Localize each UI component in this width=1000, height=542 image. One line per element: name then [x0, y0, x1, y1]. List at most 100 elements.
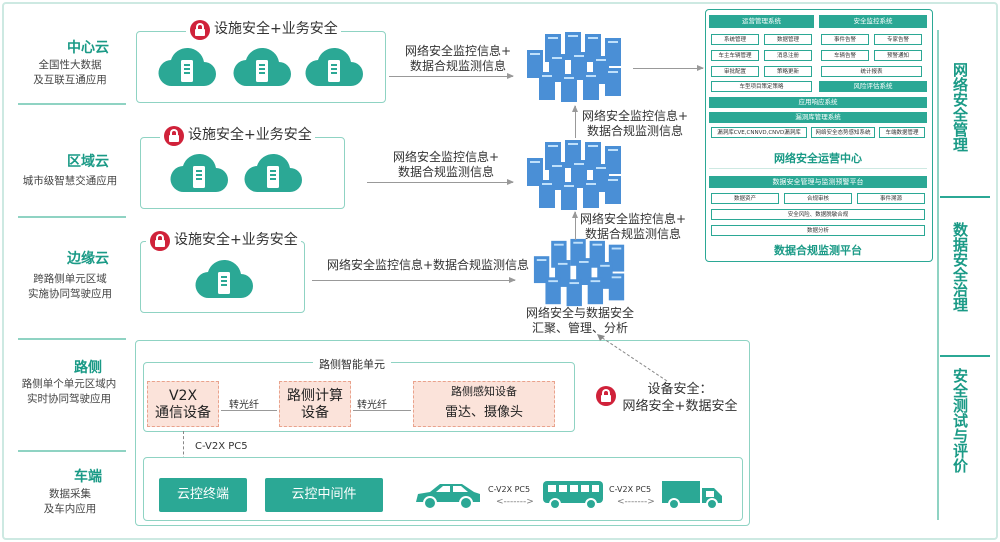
label-security-testing: 安全测试与评价: [950, 368, 974, 473]
edge-security-header: 设施安全+业务安全: [146, 229, 301, 253]
right-label-divider: [940, 355, 990, 357]
label-text: 数据安全治理: [951, 222, 969, 312]
lock-icon: [190, 20, 210, 40]
data-analysis-cell: 数据分析: [711, 225, 925, 236]
flow-up2-arrow: [572, 211, 578, 240]
vuln-db-cell: 漏洞库CVE,CNNVD,CNVD漏洞库: [711, 127, 807, 138]
risk-bar: 风险评估系统: [819, 81, 927, 92]
fiber-label-1: 转光纤: [229, 400, 259, 411]
flow-region-text: 网络安全监控信息+ 数据合规监测信息: [392, 150, 500, 179]
ops-center-title: 网络安全运营中心: [774, 152, 862, 165]
flow-region-arrow: [367, 179, 514, 185]
right-column-divider: [937, 30, 939, 520]
region-security-header: 设施安全+业务安全: [160, 124, 315, 148]
data-platform-title: 数据合规监测平台: [774, 244, 862, 257]
flow-up2-text: 网络安全监控信息+ 数据合规监测信息: [580, 212, 687, 241]
data-cell: 数据资产: [711, 193, 779, 204]
cloud-server-icon: [170, 153, 228, 193]
cloud-server-icon: [233, 47, 291, 87]
flow-center-arrow: [389, 73, 514, 79]
pc5-label-a: C-V2X PC5: [488, 485, 531, 494]
label-data-governance: 数据安全治理: [950, 222, 974, 312]
car-icon: [416, 484, 480, 510]
security-label: 设施安全+业务安全: [174, 232, 298, 248]
ops-cell: 数据管理: [764, 34, 812, 45]
server-cluster-icon: [533, 238, 625, 307]
tier-center-title: 中心云: [67, 40, 109, 56]
sensing-types: 雷达、摄像头: [444, 405, 523, 420]
label-text: 安全测试与评价: [951, 368, 969, 473]
situation-cell: 网络安全态势感知系统: [811, 127, 875, 138]
ops-cell: 车主车辆管理: [711, 50, 759, 61]
tier-region-title: 区域云: [67, 154, 109, 170]
vehicle-data-cell: 车端数据管理: [879, 127, 925, 138]
stats-cell: 统计报表: [821, 66, 922, 77]
tier-edge-title: 边缘云: [67, 251, 109, 267]
lock-icon: [150, 231, 170, 251]
truck-icon: [662, 481, 722, 510]
right-label-divider: [940, 196, 990, 198]
tier-region-desc: 城市级智慧交通应用: [22, 175, 118, 187]
fiber-label-2: 转光纤: [357, 400, 387, 411]
roadside-unit-title: 路侧智能单元: [313, 356, 391, 372]
app-response-bar: 应用响应系统: [709, 97, 927, 108]
tier-vehicle-title: 车端: [74, 469, 102, 485]
roadside-sensing-device: 路侧感知设备 雷达、摄像头: [413, 381, 555, 427]
cloud-server-icon: [195, 259, 253, 299]
ops-cell: 系统管理: [711, 34, 759, 45]
center-security-header: 设施安全+业务安全: [186, 18, 341, 42]
tier-divider: [18, 216, 126, 218]
tier-roadside-title: 路侧: [74, 360, 102, 376]
panel-divider: [709, 168, 927, 169]
sensing-title: 路侧感知设备: [451, 385, 517, 398]
hub-label: 网络安全与数据安全 汇聚、管理、分析: [525, 306, 634, 335]
tier-vehicle-desc: 数据采集 及车内应用: [43, 488, 97, 515]
monitor-cell: 车辆告警: [821, 50, 869, 61]
label-text: 网络安全管理: [951, 62, 969, 152]
ops-cell: 审批配置: [711, 66, 759, 77]
tier-divider: [18, 103, 126, 105]
security-label: 设施安全+业务安全: [188, 127, 312, 143]
tier-roadside-desc: 路侧单个单元区域内 实时协同驾驶应用: [21, 378, 117, 405]
monitor-cell: 事件告警: [821, 34, 869, 45]
tier-divider: [18, 338, 126, 340]
bus-icon: [543, 481, 603, 510]
server-cluster-icon: [527, 140, 621, 210]
roadside-compute-device: 路侧计算 设备: [279, 381, 351, 427]
ops-cell: 消息注册: [764, 50, 812, 61]
tier-divider: [18, 450, 126, 452]
cloud-server-icon: [305, 47, 363, 87]
data-cell: 合规审核: [784, 193, 852, 204]
flow-to-panel-arrow: [633, 65, 704, 71]
flow-up1-arrow: [572, 105, 578, 138]
tier-center-desc: 全国性大数据 及互联互通应用: [33, 59, 107, 86]
data-cell: 事件溯源: [857, 193, 925, 204]
data-risk-cell: 安全风险、数据脱敏合规: [711, 209, 925, 220]
monitor-cell: 预警通知: [874, 50, 922, 61]
device-security-arrow: [597, 334, 668, 382]
pc5-arrow-b: <------->: [617, 497, 655, 507]
cloud-terminal: 云控终端: [159, 478, 247, 512]
server-cluster-icon: [527, 32, 621, 102]
label-network-mgmt: 网络安全管理: [950, 62, 974, 152]
monitor-cell: 专家告警: [874, 34, 922, 45]
lock-icon: [164, 126, 184, 146]
cloud-middleware: 云控中间件: [265, 478, 383, 512]
policy-cell: 车型项目策定策略: [711, 81, 812, 92]
pc5-label-b: C-V2X PC5: [609, 485, 652, 494]
v2x-device: V2X 通信设备: [147, 381, 219, 427]
flow-edge-text: 网络安全监控信息+数据合规监测信息: [327, 258, 530, 272]
link-line: [221, 410, 277, 411]
tier-edge-desc: 跨路侧单元区域 实施协同驾驶应用: [28, 273, 112, 300]
device-security-label: 设备安全： 网络安全+数据安全: [622, 382, 738, 414]
flow-center-text: 网络安全监控信息+ 数据合规监测信息: [404, 44, 512, 73]
ops-system-bar: 运营管理系统: [709, 15, 814, 28]
lock-icon: [596, 386, 616, 406]
monitor-system-bar: 安全监控系统: [819, 15, 927, 28]
ops-cell: 策略更新: [764, 66, 812, 77]
pc5-arrow-a: <------->: [496, 497, 534, 507]
cloud-server-icon: [158, 47, 216, 87]
link-line: [353, 410, 411, 411]
pc5-link: [183, 431, 184, 475]
